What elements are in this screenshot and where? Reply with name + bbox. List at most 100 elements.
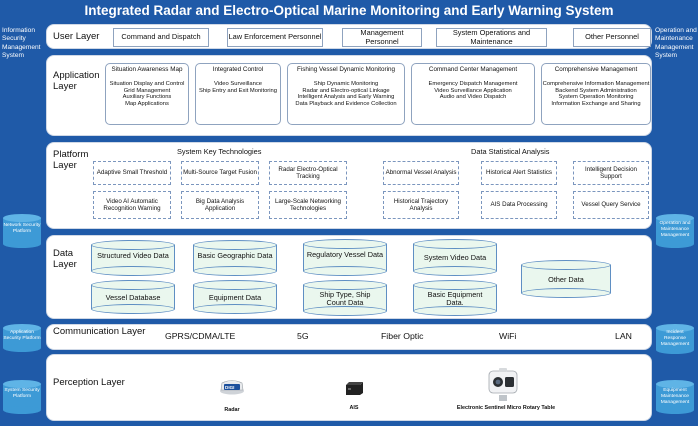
- ops-system-label: Operation and Maintenance Management Sys…: [655, 27, 697, 60]
- module-integrated-control: Integrated Control Video Surveillance Sh…: [195, 63, 281, 125]
- ops-management-label: Operation and Maintenance Management: [659, 221, 691, 238]
- module-title: Comprehensive Management: [554, 66, 638, 73]
- store-label: Basic Equipment Data.: [427, 290, 483, 308]
- user-layer: User Layer Command and Dispatch Law Enfo…: [46, 24, 652, 49]
- store-label: Regulatory Vessel Data: [306, 250, 384, 259]
- store-label: Other Data: [548, 275, 584, 284]
- platform-layer-label: Platform Layer: [53, 149, 89, 171]
- stats-historical-trajectory: Historical Trajectory Analysis: [383, 191, 459, 219]
- communication-layer: Communication Layer GPRS/CDMA/LTE 5G Fib…: [46, 324, 652, 350]
- store-ship-type-count: Ship Type, Ship Count Data: [303, 280, 387, 316]
- platform-layer: Platform Layer System Key Technologies A…: [46, 142, 652, 229]
- module-item: Map Applications: [125, 101, 169, 108]
- module-title: Integrated Control: [212, 66, 264, 73]
- module-item: Backend System Administration: [555, 87, 637, 94]
- data-layer-label: Data Layer: [53, 248, 77, 270]
- incident-response-platform: Incident Response Management: [656, 324, 694, 354]
- store-regulatory-vessel: Regulatory Vessel Data: [303, 239, 387, 276]
- network-security-label: Network Security Platform: [3, 223, 41, 234]
- module-item: Intelligent Analysis and Early Warning: [297, 94, 395, 101]
- radar-label: Radar: [224, 407, 240, 413]
- module-fishing-vessel-monitoring: Fishing Vessel Dynamic Monitoring Ship D…: [287, 63, 405, 125]
- module-situation-awareness: Situation Awareness Map Situation Displa…: [105, 63, 189, 125]
- tech-video-ai-warning: Video AI Automatic Recognition Warning: [93, 191, 171, 219]
- user-law-enforcement: Law Enforcement Personnel: [227, 28, 323, 47]
- store-other: Other Data: [521, 260, 611, 298]
- module-item: System Operation Monitoring: [558, 94, 634, 101]
- store-label: Ship Type, Ship Count Data: [319, 290, 371, 308]
- store-system-video: System Video Data: [413, 239, 497, 276]
- info-security-label: Information Security Management System: [2, 27, 41, 60]
- stats-historical-alert: Historical Alert Statistics: [481, 161, 557, 185]
- module-item: Radar and Electro-optical Linkage: [302, 87, 390, 94]
- module-item: Audio and Video Dispatch: [439, 94, 507, 101]
- tech-big-data-analysis: Big Data Analysis Application: [181, 191, 259, 219]
- module-item: Information Exchange and Sharing: [551, 101, 641, 108]
- application-security-platform: Application Security Platform: [3, 324, 41, 352]
- module-comprehensive-management: Comprehensive Management Comprehensive I…: [541, 63, 651, 125]
- store-label: Basic Geographic Data: [197, 251, 273, 260]
- module-item: Video Surveillance: [214, 80, 262, 87]
- stats-decision-support: Intelligent Decision Support: [573, 161, 649, 185]
- ais-device-icon: [344, 381, 364, 396]
- tech-adaptive-threshold: Adaptive Small Threshold: [93, 161, 171, 185]
- module-item: Grid Management: [123, 87, 171, 94]
- user-other: Other Personnel: [573, 28, 651, 47]
- user-command-dispatch: Command and Dispatch: [113, 28, 209, 47]
- ops-management-platform: Operation and Maintenance Management: [656, 214, 694, 248]
- network-security-platform: Network Security Platform: [3, 214, 41, 248]
- tech-radar-eo-tracking: Radar Electro-Optical Tracking: [269, 161, 347, 185]
- store-vessel-database: Vessel Database: [91, 280, 175, 314]
- store-equipment: Equipment Data: [193, 280, 277, 314]
- equipment-maintenance-platform: Equipment Maintenance Management: [656, 380, 694, 414]
- sentinel-device-icon: [485, 367, 521, 403]
- key-tech-title: System Key Technologies: [177, 147, 262, 156]
- store-structured-video: Structured Video Data: [91, 240, 175, 276]
- store-label: Vessel Database: [105, 293, 161, 302]
- comm-lan: LAN: [615, 331, 632, 341]
- application-layer-label: Application Layer: [53, 70, 100, 92]
- user-management: Management Personnel: [342, 28, 422, 47]
- tech-large-scale-networking: Large-Scale Networking Technologies: [269, 191, 347, 219]
- module-title: Command Center Management: [428, 66, 518, 73]
- diagram-title: Integrated Radar and Electro-Optical Mar…: [84, 3, 614, 18]
- store-basic-geographic: Basic Geographic Data: [193, 240, 277, 276]
- comm-5g: 5G: [297, 331, 309, 341]
- comm-wifi: WiFi: [499, 331, 517, 341]
- module-item: Ship Entry and Exit Monitoring: [199, 87, 277, 94]
- stats-title: Data Statistical Analysis: [471, 147, 550, 156]
- application-layer: Application Layer Situation Awareness Ma…: [46, 55, 652, 136]
- module-item: Video Surveillance Application: [434, 87, 512, 94]
- module-item: Data Playback and Evidence Collection: [295, 101, 397, 108]
- store-label: Structured Video Data: [97, 251, 169, 260]
- radar-brand: DIGI: [225, 385, 235, 390]
- sentinel-label: Electronic Sentinel Micro Rotary Table: [456, 405, 556, 411]
- store-basic-equipment: Basic Equipment Data.: [413, 280, 497, 316]
- module-item: Comprehensive Information Management: [542, 80, 650, 87]
- perception-layer-label: Perception Layer: [53, 377, 125, 388]
- application-security-label: Application Security Platform: [3, 330, 41, 341]
- equipment-maintenance-label: Equipment Maintenance Management: [660, 388, 690, 405]
- module-item: Ship Dynamic Monitoring: [313, 80, 379, 87]
- module-item: Emergency Dispatch Management: [428, 80, 518, 87]
- module-title: Fishing Vessel Dynamic Monitoring: [297, 66, 395, 73]
- perception-layer: Perception Layer DIGI Radar AIS Electron…: [46, 354, 652, 421]
- stats-vessel-query: Vessel Query Service: [573, 191, 649, 219]
- store-label: System Video Data: [423, 253, 487, 262]
- module-item: Situation Display and Control: [109, 80, 185, 87]
- user-layer-label: User Layer: [53, 31, 100, 42]
- stats-abnormal-vessel: Abnormal Vessel Analysis: [383, 161, 459, 185]
- module-item: Auxiliary Functions: [122, 94, 172, 101]
- user-operations-maintenance: System Operations and Maintenance: [436, 28, 547, 47]
- tech-multi-source-fusion: Multi-Source Target Fusion: [181, 161, 259, 185]
- store-label: Equipment Data: [208, 293, 262, 302]
- communication-layer-label: Communication Layer: [53, 326, 146, 337]
- module-title: Situation Awareness Map: [111, 66, 183, 73]
- comm-gprs-cdma-lte: GPRS/CDMA/LTE: [165, 331, 236, 341]
- system-security-label: System Security Platform: [4, 388, 40, 399]
- module-command-center: Command Center Management Emergency Disp…: [411, 63, 535, 125]
- radar-device-icon: DIGI: [219, 377, 245, 395]
- ais-label: AIS: [349, 405, 359, 411]
- stats-ais-processing: AIS Data Processing: [481, 191, 557, 219]
- system-security-platform: System Security Platform: [3, 380, 41, 414]
